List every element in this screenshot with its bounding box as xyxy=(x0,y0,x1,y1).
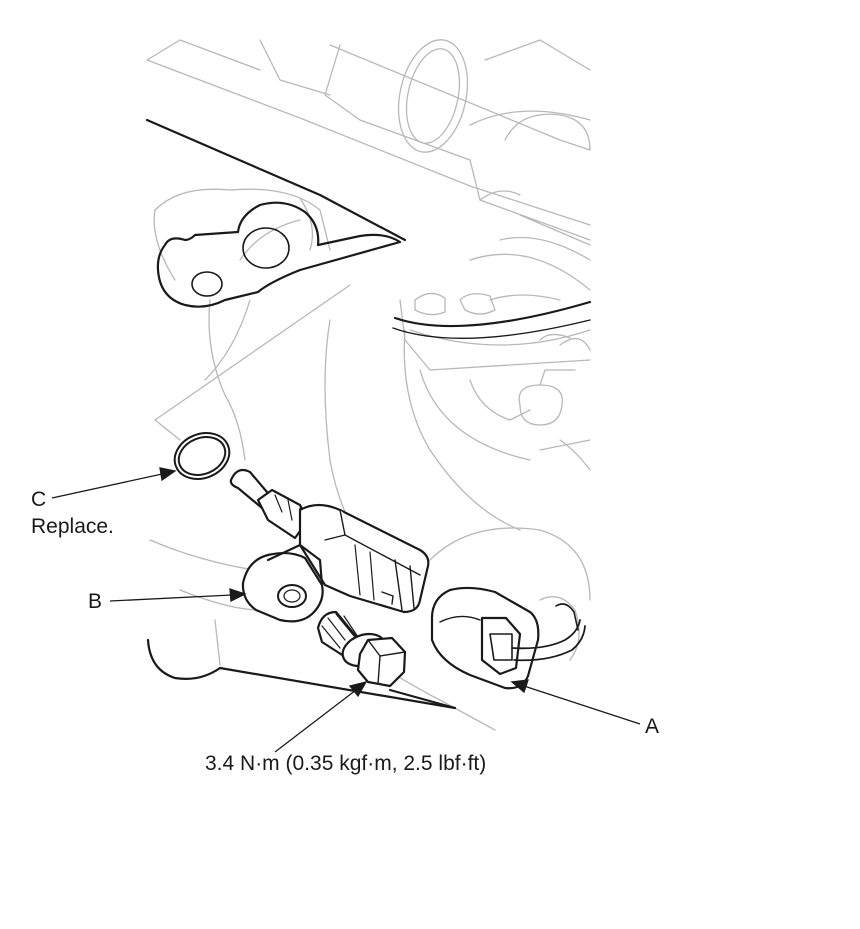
callout-c-note: Replace. xyxy=(31,515,114,538)
connector xyxy=(430,586,586,690)
arrowhead-a xyxy=(510,679,529,694)
torque-spec-label: 3.4 N·m (0.35 kgf·m, 2.5 lbf·ft) xyxy=(205,752,487,775)
leader-line-c xyxy=(51,473,163,499)
callout-c-letter: C xyxy=(31,488,47,511)
arrowhead-torque xyxy=(348,680,368,698)
arrowhead-b xyxy=(229,588,247,603)
sensor xyxy=(229,468,430,623)
arrowhead-c xyxy=(159,467,177,482)
foreground-structure xyxy=(145,118,592,710)
bolt xyxy=(316,610,407,688)
leader-line-a xyxy=(523,685,641,725)
o-ring xyxy=(173,432,231,480)
callout-a-letter: A xyxy=(645,715,660,738)
leader-line-b xyxy=(109,594,233,602)
leader-lines xyxy=(51,467,641,753)
leader-line-torque xyxy=(274,689,357,753)
callout-b-letter: B xyxy=(88,590,103,613)
